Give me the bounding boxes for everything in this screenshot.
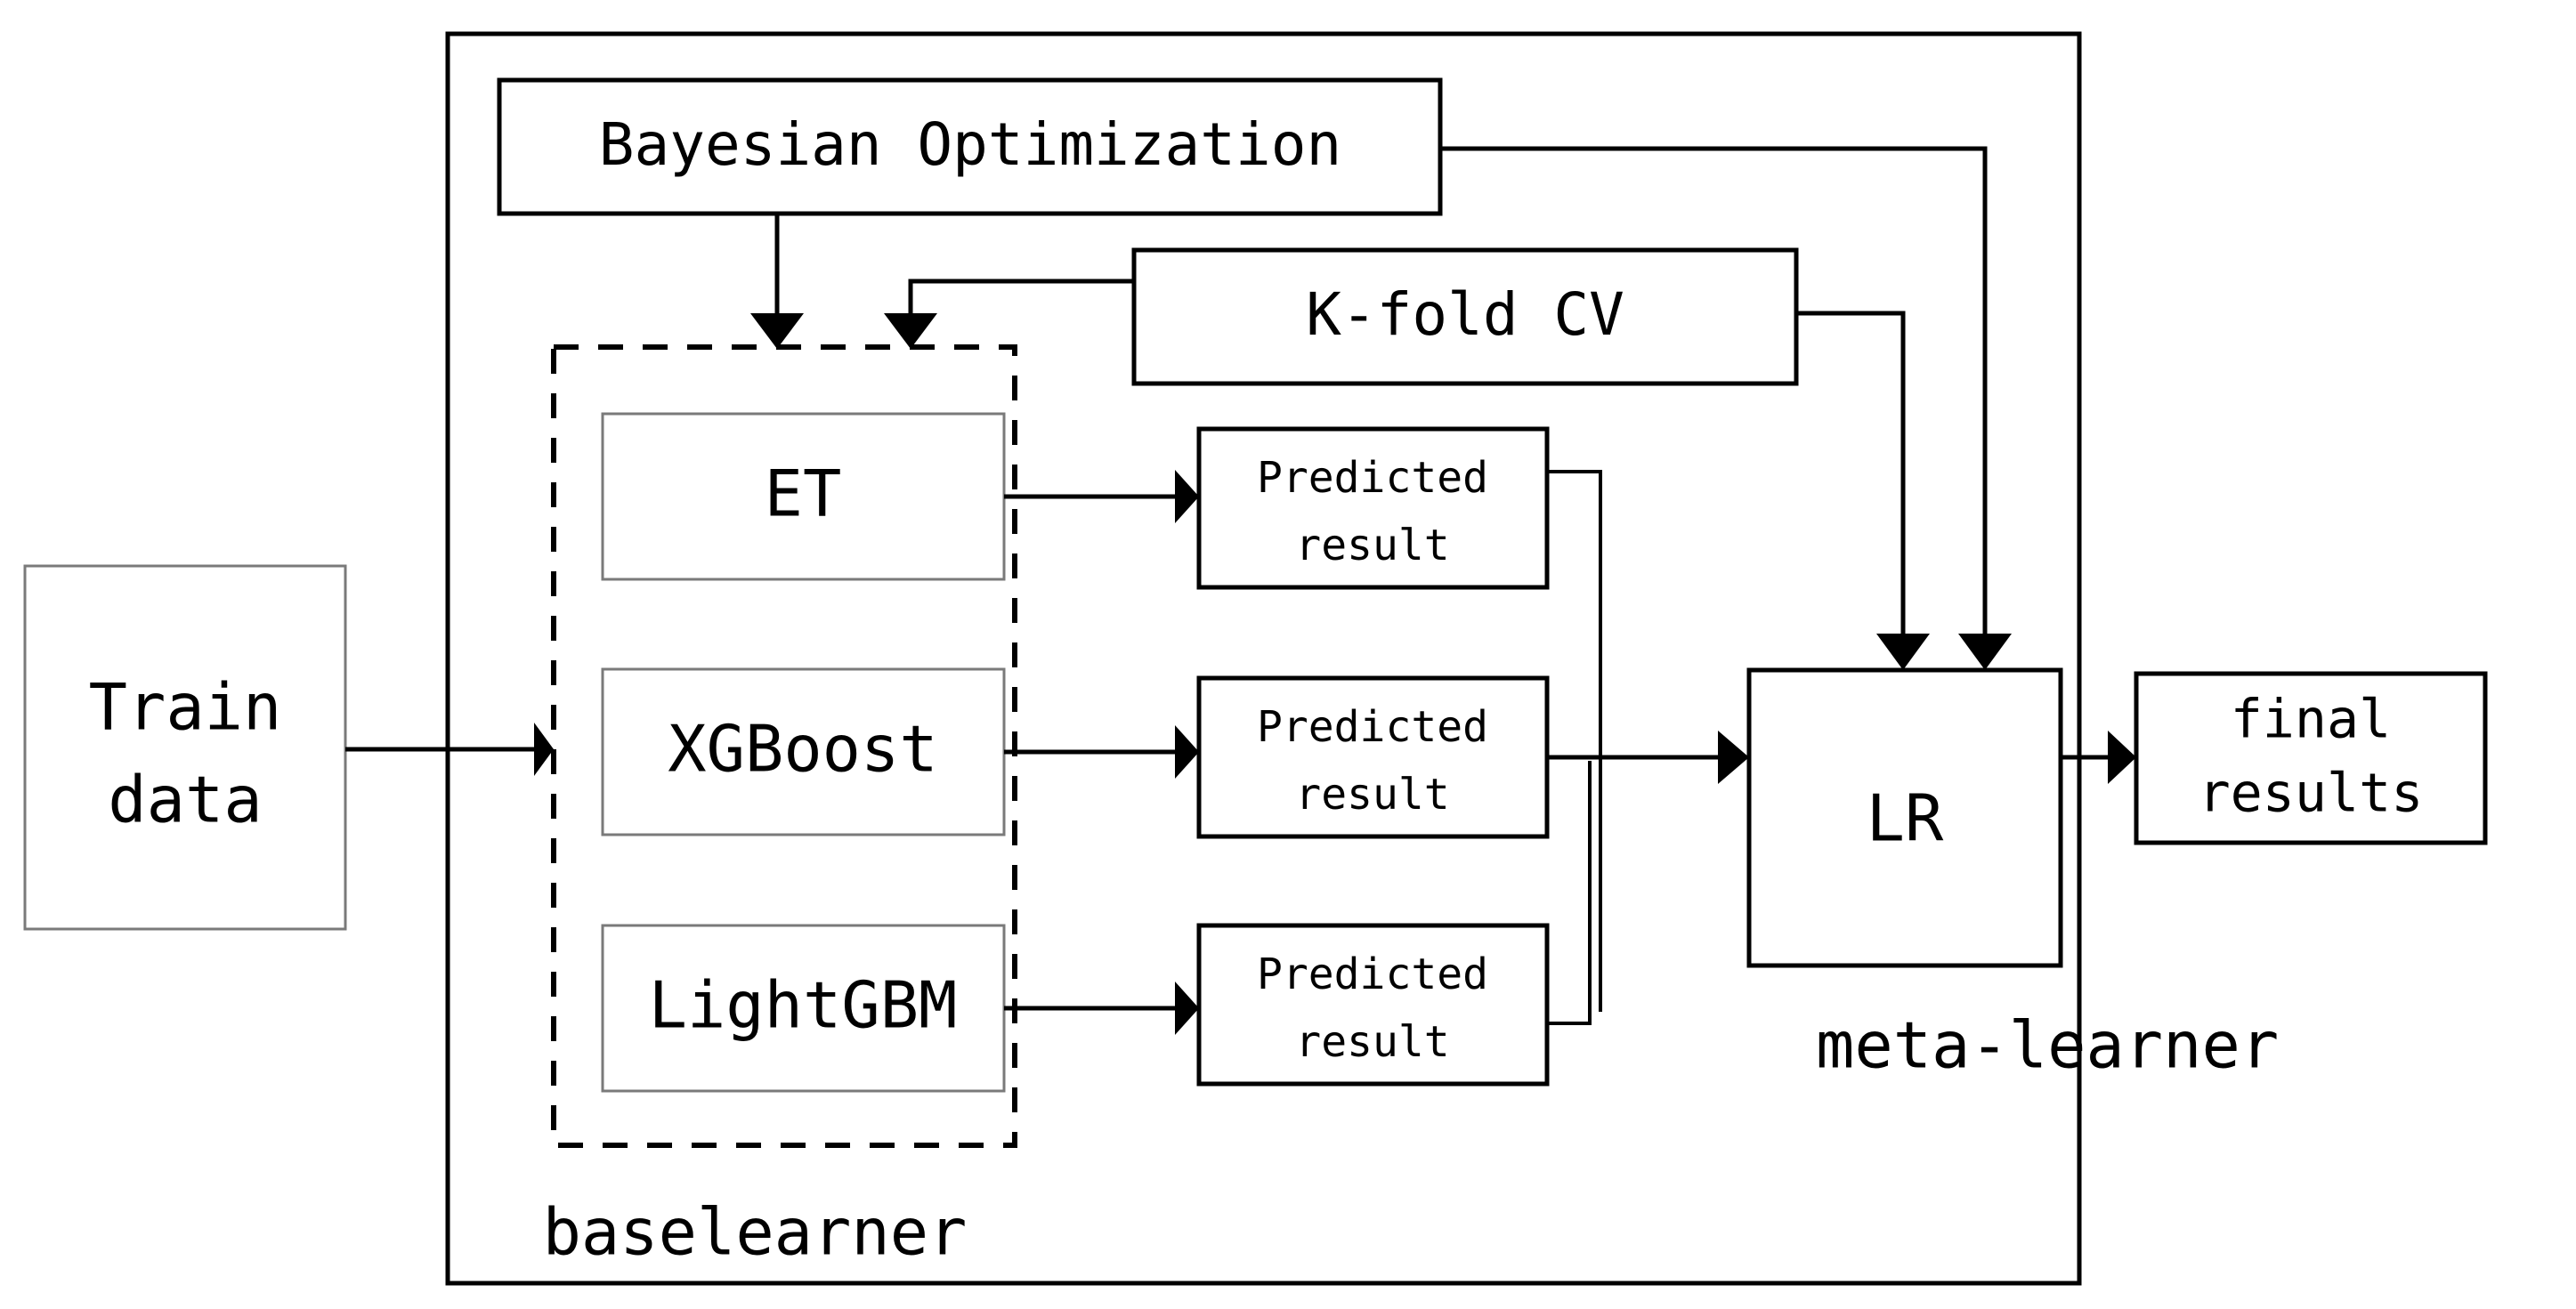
arrowhead-lr-to-final-results xyxy=(2108,731,2136,784)
predicted-result-1-label-line2: result xyxy=(1295,521,1449,570)
predicted-result-box-2[interactable] xyxy=(1196,675,1550,839)
arrowhead-bayesian-to-baselearner xyxy=(750,313,804,349)
edge-predicted-1-to-meta-learner xyxy=(1547,470,1602,1012)
predicted-result-3-label-line1: Predicted xyxy=(1257,949,1488,999)
train-data-box[interactable] xyxy=(23,564,347,931)
edge-kfold-to-lr xyxy=(1796,311,1906,636)
arrowhead-predicted-2-to-lr xyxy=(1718,731,1749,784)
bayesian-optimization-label: Bayesian Optimization xyxy=(599,110,1341,179)
predicted-result-2-label-line2: result xyxy=(1295,770,1449,820)
arrowhead-et-to-predicted-1 xyxy=(1175,470,1199,523)
arrowhead-kfold-to-baselearner xyxy=(884,313,937,349)
predicted-result-box-1[interactable] xyxy=(1196,426,1550,590)
kfold-cv-box[interactable] xyxy=(1131,247,1799,386)
bayesian-optimization-box[interactable] xyxy=(497,77,1443,216)
arrowhead-kfold-to-lr xyxy=(1876,634,1930,670)
final-results-label-line2: results xyxy=(2199,763,2424,825)
kfold-cv-label: K-fold CV xyxy=(1306,280,1624,349)
predicted-result-1-label-line1: Predicted xyxy=(1257,453,1488,503)
lightgbm-label: LightGBM xyxy=(649,968,958,1043)
xgboost-box[interactable] xyxy=(601,667,1006,836)
edge-predicted-3-to-meta-learner xyxy=(1547,761,1592,1025)
et-box[interactable] xyxy=(601,412,1006,581)
predicted-result-2-label-line1: Predicted xyxy=(1257,702,1488,752)
lr-label: LR xyxy=(1867,781,1944,856)
et-label: ET xyxy=(765,457,842,531)
predicted-result-box-3[interactable] xyxy=(1196,923,1550,1087)
arrowhead-bayesian-to-lr xyxy=(1958,634,2012,670)
final-results-box[interactable] xyxy=(2134,671,2488,845)
arrowhead-lightgbm-to-predicted-3 xyxy=(1175,982,1199,1035)
meta-learner-group-label: meta-learner xyxy=(1816,1008,2279,1083)
train-data-label-line1: Train xyxy=(89,670,282,745)
predicted-result-3-label-line2: result xyxy=(1295,1017,1449,1067)
xgboost-label: XGBoost xyxy=(668,712,937,787)
baselearner-group-boundary xyxy=(551,344,1017,1148)
edge-kfold-to-baselearner xyxy=(908,279,1134,316)
lightgbm-box[interactable] xyxy=(601,924,1006,1093)
lr-box[interactable] xyxy=(1746,667,2063,968)
baselearner-group-label: baselearner xyxy=(543,1195,968,1270)
arrowhead-xgboost-to-predicted-2 xyxy=(1175,725,1199,779)
stacking-model-container xyxy=(445,31,2082,1286)
final-results-label-line1: final xyxy=(2231,689,2392,751)
train-data-label-line2: data xyxy=(108,763,262,837)
arrowhead-train-data-to-baselearner xyxy=(534,723,554,776)
edge-bayesian-to-lr xyxy=(1440,146,1988,636)
